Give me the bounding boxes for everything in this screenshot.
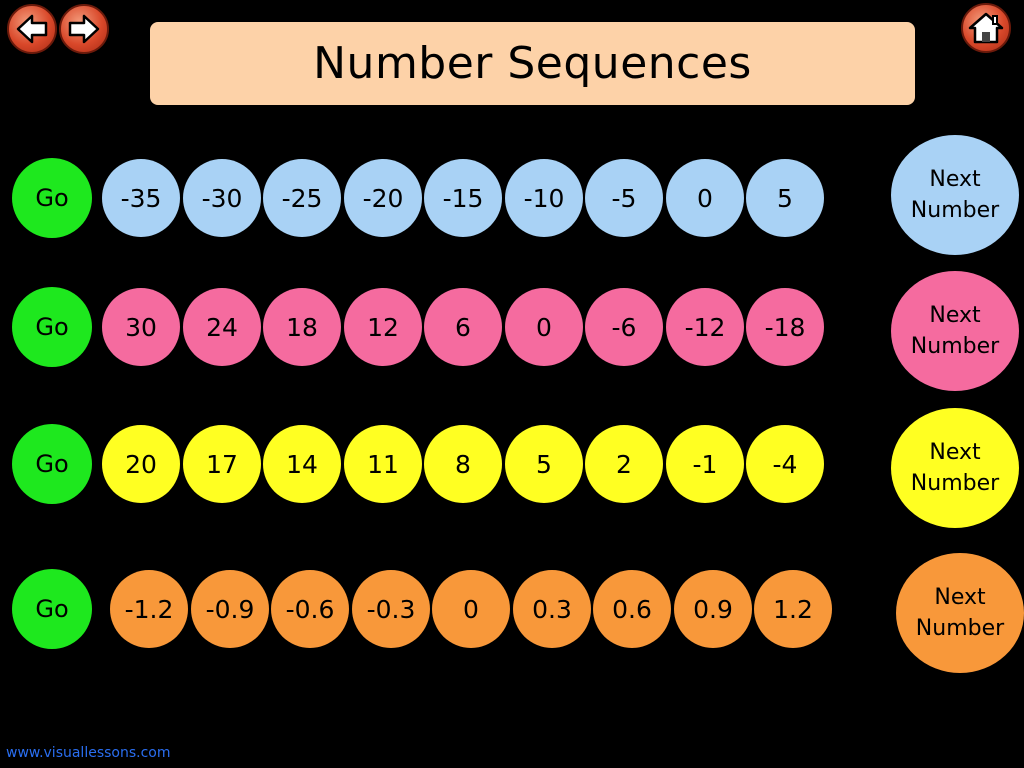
sequence-number: 0.9 xyxy=(674,570,752,648)
arrow-right-icon xyxy=(68,14,100,44)
sequence-number: 20 xyxy=(102,425,180,503)
sequence-number: 11 xyxy=(344,425,422,503)
next-number-label-line: Next xyxy=(929,440,981,465)
sequence-number: -15 xyxy=(424,159,502,237)
sequence-number: 0 xyxy=(432,570,510,648)
sequence-number: -0.6 xyxy=(271,570,349,648)
next-number-label-line: Next xyxy=(929,167,981,192)
next-number-label-line: Next xyxy=(934,585,986,610)
sequence-number: -30 xyxy=(183,159,261,237)
title-banner: Number Sequences xyxy=(150,22,915,105)
next-number-label-line: Number xyxy=(910,471,1000,496)
sequence-number: -4 xyxy=(746,425,824,503)
sequence-number: 18 xyxy=(263,288,341,366)
sequence-number: 0.3 xyxy=(513,570,591,648)
sequence-number: -18 xyxy=(746,288,824,366)
sequence-number: 6 xyxy=(424,288,502,366)
sequence-number: -1.2 xyxy=(110,570,188,648)
sequence-number: 2 xyxy=(585,425,663,503)
sequence-number: -10 xyxy=(505,159,583,237)
next-number-label-line: Number xyxy=(915,616,1005,641)
sequence-number: 12 xyxy=(344,288,422,366)
sequence-number: -6 xyxy=(585,288,663,366)
sequence-number: 8 xyxy=(424,425,502,503)
sequence-number: 1.2 xyxy=(754,570,832,648)
next-number-label-line: Number xyxy=(910,198,1000,223)
sequence-number: -1 xyxy=(666,425,744,503)
sequence-number: 14 xyxy=(263,425,341,503)
go-button[interactable]: Go xyxy=(12,158,92,238)
next-number-label-line: Next xyxy=(929,303,981,328)
sequence-number: 0 xyxy=(666,159,744,237)
sequence-number: 5 xyxy=(746,159,824,237)
home-icon xyxy=(968,12,1004,44)
sequence-number: 0.6 xyxy=(593,570,671,648)
website-link[interactable]: www.visuallessons.com xyxy=(6,745,171,761)
back-button[interactable] xyxy=(7,4,57,54)
sequence-number: -35 xyxy=(102,159,180,237)
go-button[interactable]: Go xyxy=(12,287,92,367)
sequence-number: -0.9 xyxy=(191,570,269,648)
forward-button[interactable] xyxy=(59,4,109,54)
sequence-number: 24 xyxy=(183,288,261,366)
go-button[interactable]: Go xyxy=(12,424,92,504)
go-button[interactable]: Go xyxy=(12,569,92,649)
sequence-number: -25 xyxy=(263,159,341,237)
home-button[interactable] xyxy=(961,3,1011,53)
page-title: Number Sequences xyxy=(313,38,752,89)
sequence-number: -5 xyxy=(585,159,663,237)
sequence-number: -12 xyxy=(666,288,744,366)
sequence-number: -20 xyxy=(344,159,422,237)
sequence-number: -0.3 xyxy=(352,570,430,648)
next-number-label-line: Number xyxy=(910,334,1000,359)
arrow-left-icon xyxy=(16,14,48,44)
sequence-number: 0 xyxy=(505,288,583,366)
sequence-number: 30 xyxy=(102,288,180,366)
sequence-number: 17 xyxy=(183,425,261,503)
sequence-number: 5 xyxy=(505,425,583,503)
